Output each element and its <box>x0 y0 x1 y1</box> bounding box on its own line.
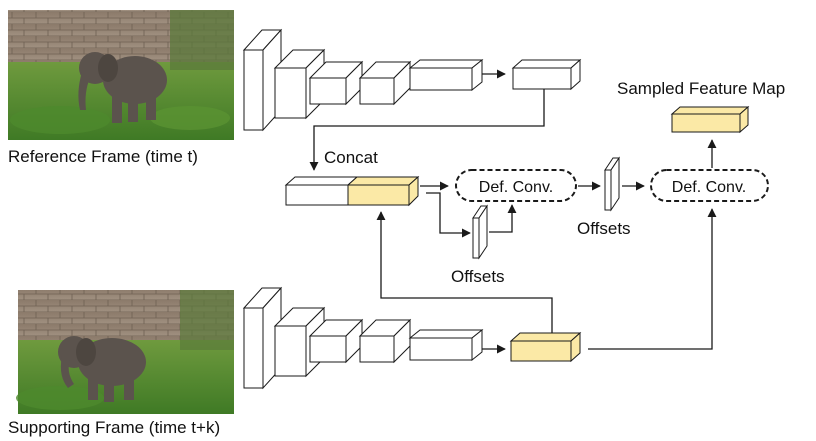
offsets-1-label: Offsets <box>451 267 505 286</box>
reference-frame-image <box>8 10 234 140</box>
def-conv-2: Def. Conv. <box>650 169 769 202</box>
elephant-silhouette <box>78 52 167 123</box>
concat-label: Concat <box>324 148 378 167</box>
def-conv-1-label: Def. Conv. <box>479 179 553 196</box>
arrow-offsets1-to-defconv1 <box>489 204 517 233</box>
arrow-concat-to-offsets1 <box>426 192 471 238</box>
support-feature-map <box>509 331 582 363</box>
supporting-frame-label: Supporting Frame (time t+k) <box>8 418 220 437</box>
arrow-ref-feature-to-concat <box>309 89 545 171</box>
offsets-2-label: Offsets <box>577 219 631 238</box>
sampled-feature-map-label: Sampled Feature Map <box>617 79 785 98</box>
supporting-backbone <box>242 286 484 390</box>
arrow-support-feature-to-defconv2 <box>588 208 717 350</box>
offsets-1-slab <box>472 204 488 260</box>
def-conv-1: Def. Conv. <box>455 169 577 202</box>
arrow-support-feature-to-concat <box>376 211 553 333</box>
def-conv-2-label: Def. Conv. <box>672 179 746 196</box>
elephant-silhouette <box>58 336 146 402</box>
sampled-feature-map <box>670 105 750 134</box>
reference-frame-label: Reference Frame (time t) <box>8 147 198 166</box>
supporting-frame-image <box>16 290 234 414</box>
concat-features <box>284 175 420 207</box>
reference-backbone <box>242 28 582 132</box>
offsets-2-slab <box>604 156 620 212</box>
